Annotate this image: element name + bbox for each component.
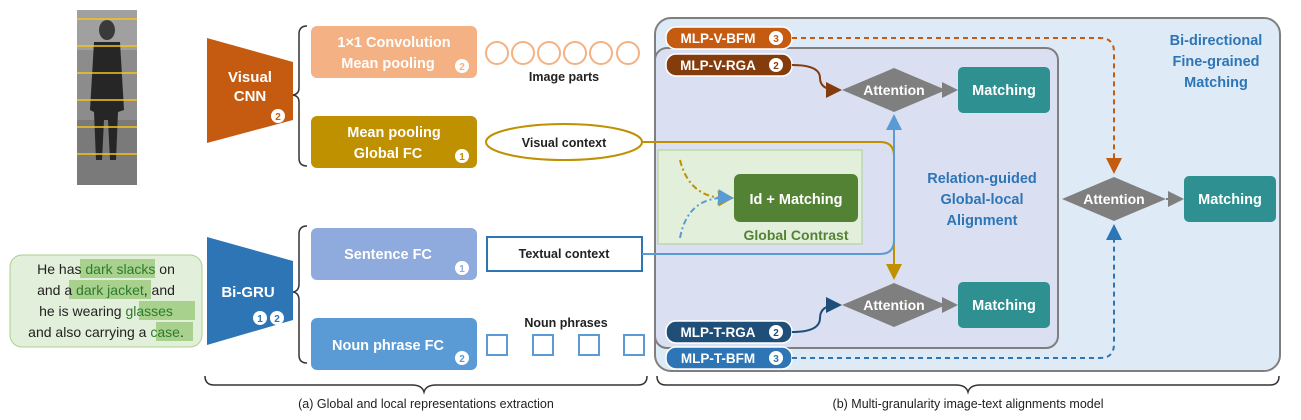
mlp-t-rga-label: MLP-T-RGA [681,325,756,340]
bi-gru-badge-1: 1 [257,314,263,325]
attention-bottom-label: Attention [863,297,924,313]
matching-right-label: Matching [1198,192,1262,208]
attention-top: Attention [842,68,946,112]
brace-bottom-a [204,375,648,395]
visual-cnn-block: Visual CNN 2 [207,38,293,143]
mlp-t-bfm-label: MLP-T-BFM [681,351,755,366]
mlp-t-bfm-badge: 3 [773,354,779,365]
arrow-v-rga [791,64,842,98]
global-box-badge: 1 [459,152,465,163]
visual-context-label: Visual context [522,136,607,150]
rga-title-2: Global-local [941,192,1024,208]
arrow-t-bfm [792,224,1122,359]
conv-box: 1×1 Convolution Mean pooling 2 [311,26,477,78]
bi-gru-badge-2: 2 [274,314,280,325]
bi-gru-label: Bi-GRU [221,284,274,301]
attention-right-label: Attention [1083,191,1144,207]
mlp-v-bfm-pill: MLP-V-BFM 3 [665,26,793,50]
global-contrast-label: Global Contrast [743,227,848,243]
bfm-title-2: Fine-grained [1172,54,1259,70]
conv-box-badge: 2 [459,62,465,73]
matching-top-label: Matching [972,83,1036,99]
mlp-v-rga-pill: MLP-V-RGA 2 [665,53,793,77]
textual-context-label: Textual context [519,247,611,261]
global-box-label-2: Global FC [354,146,423,162]
mlp-t-bfm-pill: MLP-T-BFM 3 [665,346,793,370]
arrow-t-rga [791,297,842,333]
sentence-fc-box: Sentence FC 1 [311,228,477,280]
arrow-textual-context [642,114,902,255]
image-parts-label: Image parts [529,70,599,84]
caption-line3: he is wearing glasses [39,303,173,319]
bfm-title-3: Matching [1184,75,1248,91]
global-box-label-1: Mean pooling [347,125,440,141]
mlp-v-rga-label: MLP-V-RGA [680,58,756,73]
textual-context-box [486,236,643,272]
conv-box-label-2: Mean pooling [341,56,434,72]
caption-line4: and also carrying a case. [28,324,184,340]
mlp-t-rga-badge: 2 [773,328,779,339]
caption-line2: and a dark jacket, and [37,282,175,298]
visual-cnn-label-1: Visual [228,69,272,86]
noun-phrases-label: Noun phrases [524,316,607,330]
conv-box-label-1: 1×1 Convolution [337,35,450,51]
rga-title-3: Alignment [947,213,1018,229]
visual-cnn-label-2: CNN [234,88,267,105]
matching-right: Matching [1184,176,1276,222]
caption-line1: He has dark slacks on [37,261,175,277]
caption-b: (b) Multi-granularity image-text alignme… [833,397,1104,411]
bi-gru-block: Bi-GRU 1 2 [207,237,293,345]
rga-title-1: Relation-guided [927,171,1037,187]
sentence-box-badge: 1 [459,264,465,275]
bfm-title-1: Bi-directional [1170,33,1263,49]
noun-box-label: Noun phrase FC [332,338,445,354]
noun-phrase-squares [486,334,645,356]
caption-a: (a) Global and local representations ext… [298,397,554,411]
attention-top-label: Attention [863,82,924,98]
attention-right: Attention [1062,177,1166,221]
image-parts-circles [485,41,640,65]
brace-text [292,225,308,364]
sentence-box-label: Sentence FC [344,247,432,263]
noun-phrase-fc-box: Noun phrase FC 2 [311,318,477,370]
mlp-v-bfm-label: MLP-V-BFM [681,31,756,46]
mlp-v-rga-badge: 2 [773,61,779,72]
matching-top: Matching [958,67,1050,113]
brace-bottom-b [656,375,1280,395]
mlp-t-rga-pill: MLP-T-RGA 2 [665,320,793,344]
arrow-v-bfm [792,37,1122,174]
brace-visual [292,25,308,167]
visual-cnn-badge: 2 [275,112,281,123]
attention-bottom: Attention [842,283,946,327]
matching-bottom-label: Matching [972,298,1036,314]
global-fc-box: Mean pooling Global FC 1 [311,116,477,168]
id-matching-box: Id + Matching [734,174,858,222]
caption-box: He has dark slacks on and a dark jacket,… [9,254,203,348]
id-matching-label: Id + Matching [749,192,842,208]
matching-bottom: Matching [958,282,1050,328]
noun-box-badge: 2 [459,354,465,365]
mlp-v-bfm-badge: 3 [773,34,779,45]
pedestrian-image [77,10,137,185]
